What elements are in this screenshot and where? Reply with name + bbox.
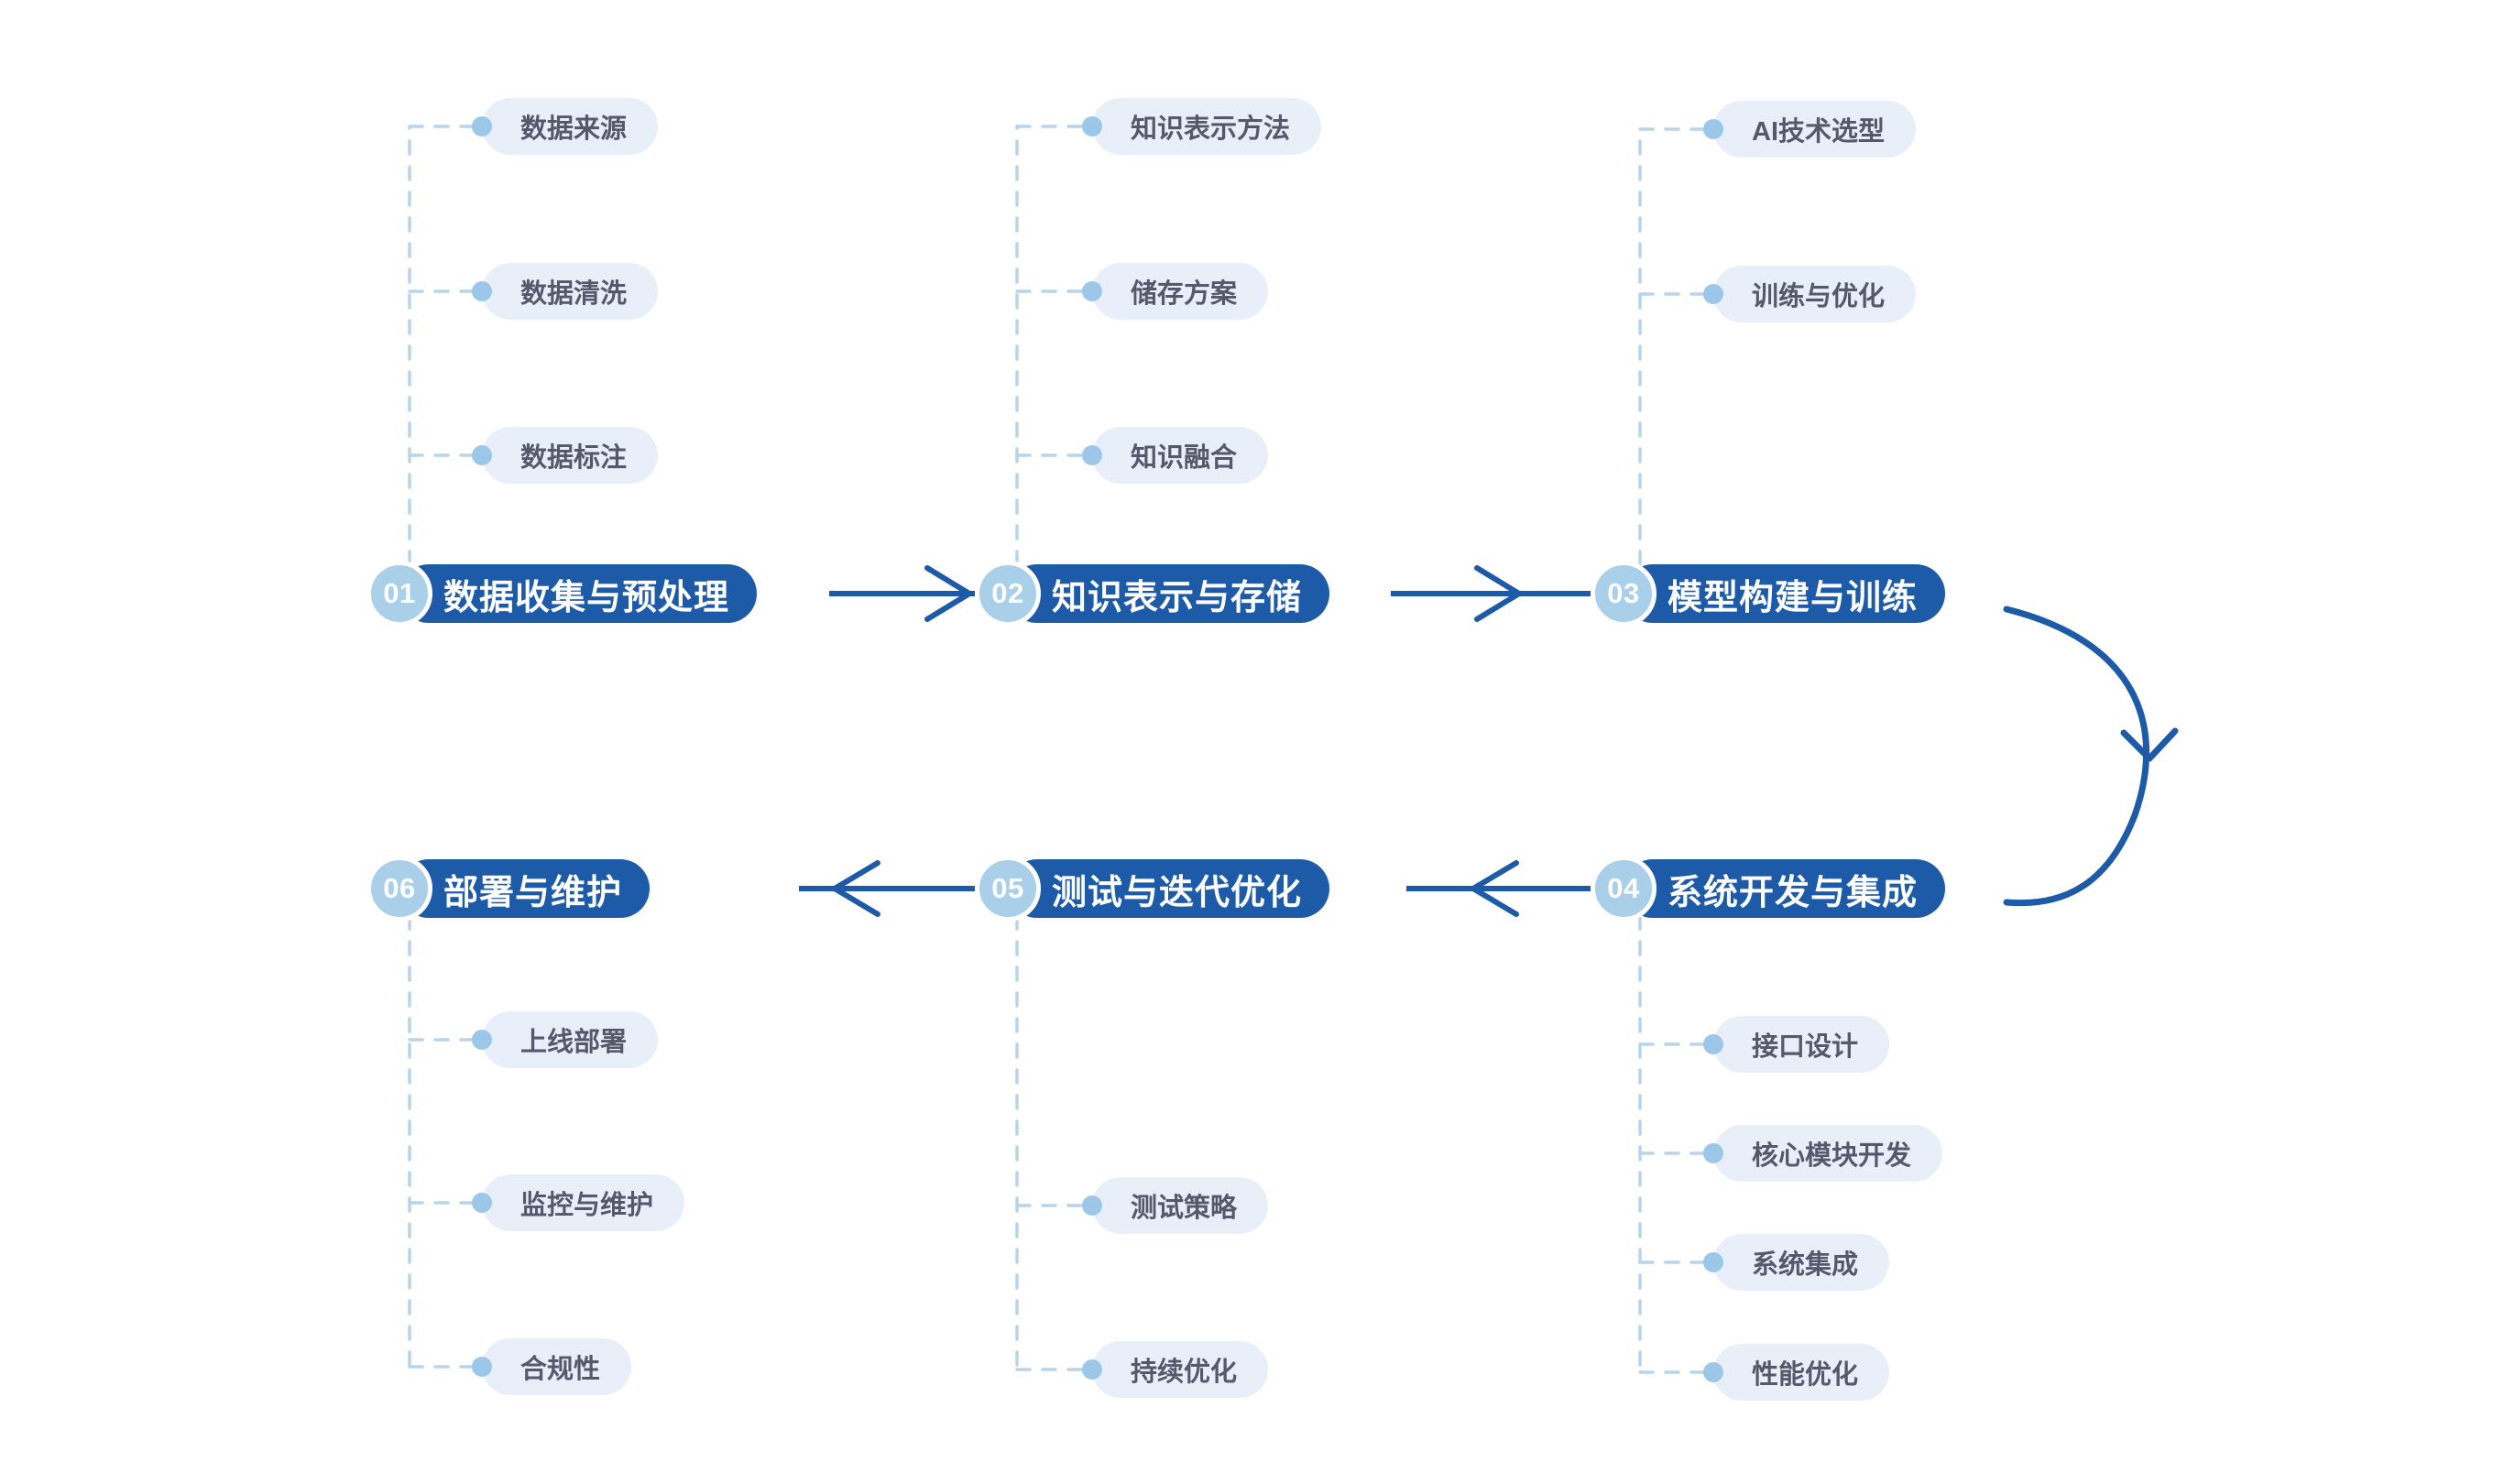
sub-item-label: 接口设计 <box>1713 1016 1890 1073</box>
node-label: 系统开发与集成 <box>1624 859 1946 918</box>
node-label: 数据收集与预处理 <box>399 564 758 623</box>
sub-item-label: 储存方案 <box>1092 263 1269 320</box>
connector-dot-icon <box>1703 1034 1723 1054</box>
connector-dot-icon <box>472 1030 492 1050</box>
sub-item-col1-top-0[interactable]: 数据来源 <box>472 98 659 155</box>
sub-item-col3-bottom-1[interactable]: 核心模块开发 <box>1703 1125 1943 1182</box>
sub-item-label: 知识表示方法 <box>1092 98 1322 155</box>
connector-dot-icon <box>1082 1195 1102 1216</box>
node-number-badge: 04 <box>1591 856 1657 922</box>
connector-dot-icon <box>1082 281 1102 301</box>
node-number-badge: 03 <box>1591 561 1657 627</box>
connector-dot-icon <box>1703 1362 1723 1382</box>
sub-item-label: 测试策略 <box>1092 1177 1269 1234</box>
sub-item-col1-top-1[interactable]: 数据清洗 <box>472 263 659 320</box>
sub-item-label: 上线部署 <box>482 1011 659 1068</box>
sub-item-col3-bottom-2[interactable]: 系统集成 <box>1703 1234 1890 1291</box>
node-label: 模型构建与训练 <box>1624 564 1946 623</box>
connector-dot-icon <box>472 281 492 301</box>
connector-dot-icon <box>1703 284 1723 304</box>
connector-dot-icon <box>1082 1359 1102 1380</box>
node-number-badge: 01 <box>366 561 432 627</box>
flow-node-03[interactable]: 03 模型构建与训练 <box>1591 561 1946 627</box>
node-number-badge: 05 <box>975 856 1041 922</box>
sub-item-col1-bottom-2[interactable]: 合规性 <box>472 1338 632 1395</box>
sub-item-label: 监控与维护 <box>482 1174 685 1231</box>
node-label: 测试与迭代优化 <box>1008 859 1330 918</box>
flow-node-01[interactable]: 01 数据收集与预处理 <box>366 561 758 627</box>
connector-dot-icon <box>1082 445 1102 465</box>
sub-item-col2-bottom-0[interactable]: 测试策略 <box>1082 1177 1269 1234</box>
sub-item-col1-bottom-0[interactable]: 上线部署 <box>472 1011 659 1068</box>
sub-item-col3-bottom-0[interactable]: 接口设计 <box>1703 1016 1890 1073</box>
node-label: 知识表示与存储 <box>1008 564 1330 623</box>
connector-dot-icon <box>472 116 492 136</box>
node-label: 部署与维护 <box>399 859 651 918</box>
sub-item-col2-bottom-1[interactable]: 持续优化 <box>1082 1341 1269 1398</box>
flow-node-04[interactable]: 04 系统开发与集成 <box>1591 856 1946 922</box>
sub-item-col3-top-0[interactable]: AI技术选型 <box>1703 101 1917 158</box>
sub-item-label: 系统集成 <box>1713 1234 1890 1291</box>
sub-item-col1-bottom-1[interactable]: 监控与维护 <box>472 1174 685 1231</box>
sub-item-col2-top-2[interactable]: 知识融合 <box>1082 427 1269 484</box>
sub-item-col3-top-1[interactable]: 训练与优化 <box>1703 266 1917 322</box>
connector-dot-icon <box>472 1357 492 1377</box>
sub-item-label: 知识融合 <box>1092 427 1269 484</box>
connector-dot-icon <box>1703 1252 1723 1272</box>
sub-item-label: AI技术选型 <box>1713 101 1917 158</box>
sub-item-label: 持续优化 <box>1092 1341 1269 1398</box>
node-number-badge: 02 <box>975 561 1041 627</box>
sub-item-label: 性能优化 <box>1713 1344 1890 1401</box>
connector-dot-icon <box>1703 119 1723 139</box>
flow-node-06[interactable]: 06 部署与维护 <box>366 856 651 922</box>
sub-item-label: 合规性 <box>482 1338 632 1395</box>
sub-item-label: 数据清洗 <box>482 263 659 320</box>
sub-item-col1-top-2[interactable]: 数据标注 <box>472 427 659 484</box>
flow-node-05[interactable]: 05 测试与迭代优化 <box>975 856 1330 922</box>
connector-dot-icon <box>472 445 492 465</box>
sub-item-col2-top-1[interactable]: 储存方案 <box>1082 263 1269 320</box>
sub-item-label: 核心模块开发 <box>1713 1125 1943 1182</box>
flow-node-02[interactable]: 02 知识表示与存储 <box>975 561 1330 627</box>
connector-dot-icon <box>1082 116 1102 136</box>
sub-item-label: 训练与优化 <box>1713 266 1917 322</box>
node-number-badge: 06 <box>366 856 432 922</box>
connector-dot-icon <box>472 1193 492 1213</box>
sub-item-label: 数据标注 <box>482 427 659 484</box>
sub-item-col3-bottom-3[interactable]: 性能优化 <box>1703 1344 1890 1401</box>
connector-dot-icon <box>1703 1143 1723 1163</box>
sub-item-col2-top-0[interactable]: 知识表示方法 <box>1082 98 1322 155</box>
sub-item-label: 数据来源 <box>482 98 659 155</box>
